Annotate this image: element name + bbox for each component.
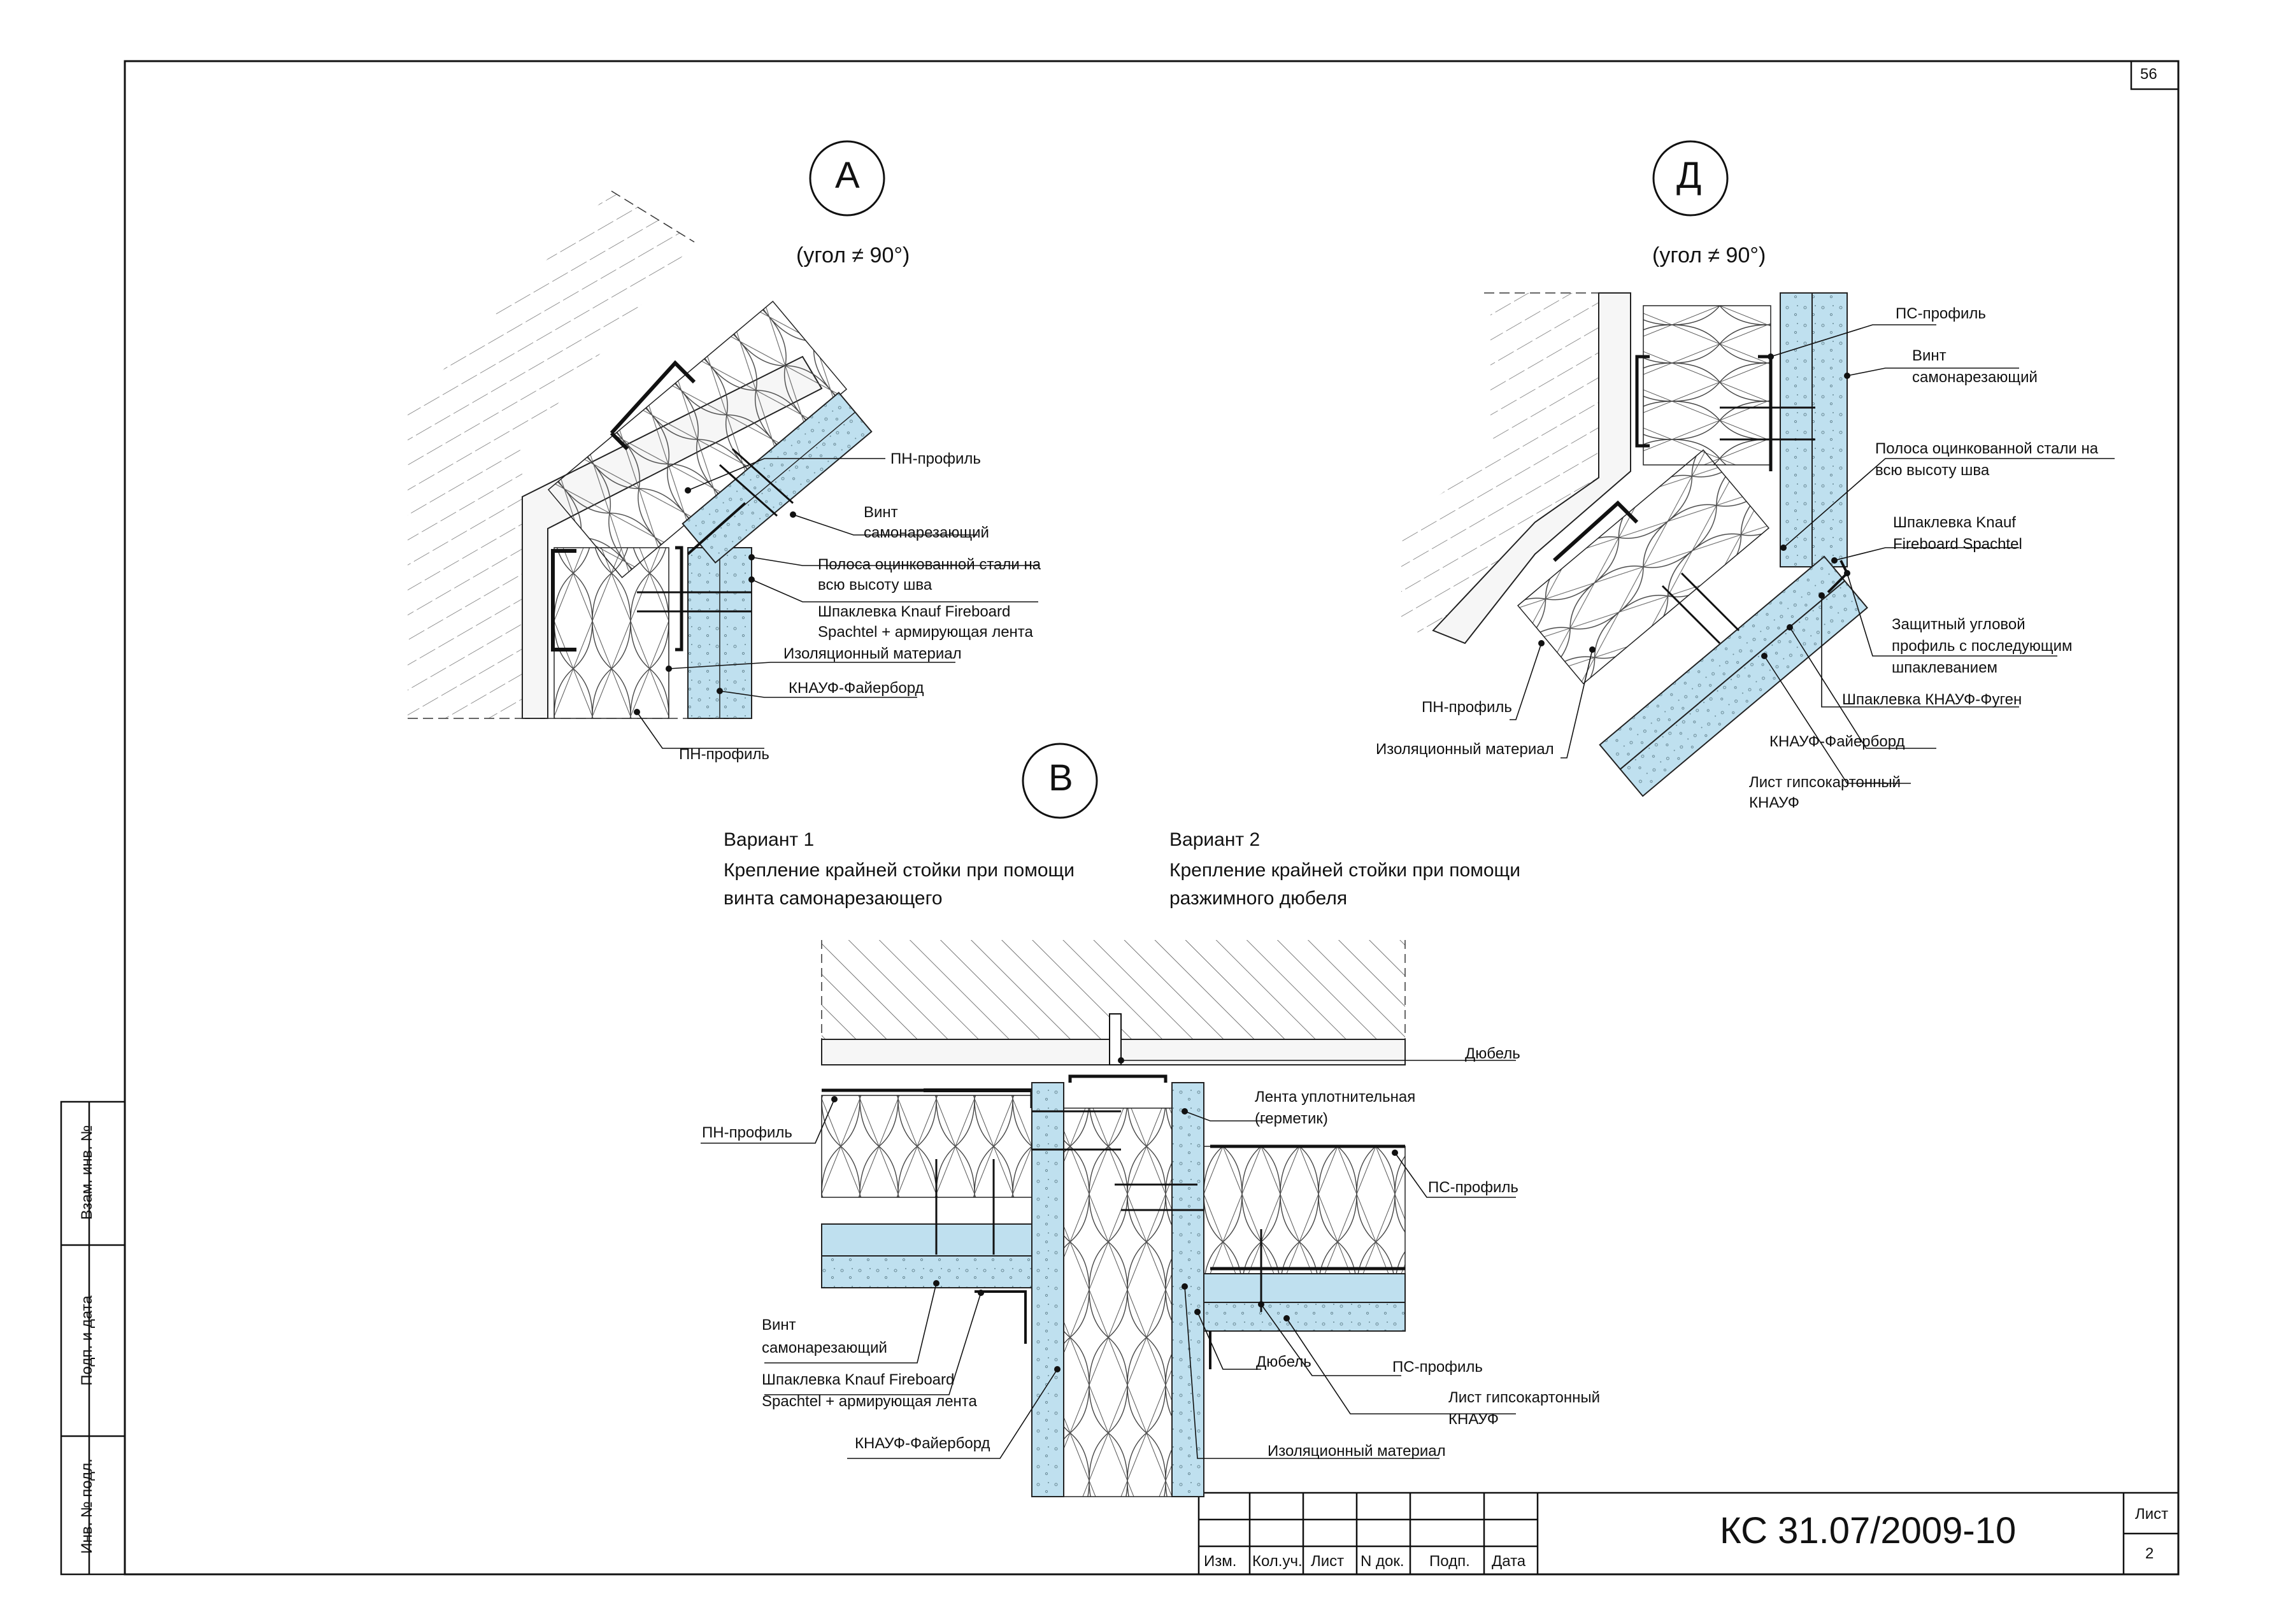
variant-2-desc-1: Крепление крайней стойки при помощи (1169, 860, 1520, 881)
section-d-angle: (угол ≠ 90°) (1652, 243, 1766, 267)
side-stamp (60, 1100, 126, 1576)
page-number: 56 (2140, 66, 2157, 83)
tb-col-podp: Подп. (1429, 1553, 1470, 1570)
v-label-screw-2: самонарезающий (762, 1339, 887, 1357)
d-label-screw-1: Винт (1912, 347, 1947, 364)
tb-col-kol-uch: Кол.уч. (1252, 1553, 1303, 1570)
sheet-number: 2 (2145, 1545, 2154, 1562)
v-label-dowel-bottom: Дюбель (1256, 1353, 1311, 1371)
d-label-strip-2: всю высоту шва (1875, 462, 1990, 479)
tb-col-n-dok: N док. (1361, 1553, 1404, 1570)
a-label-screw-2: самонарезающий (864, 524, 989, 541)
tb-col-data: Дата (1492, 1553, 1526, 1570)
a-label-pn-bottom: ПН-профиль (679, 746, 769, 763)
variant-1-title: Вариант 1 (724, 829, 815, 850)
section-a-angle: (угол ≠ 90°) (796, 243, 910, 267)
a-label-pn-top: ПН-профиль (890, 450, 981, 467)
v-label-screw-1: Винт (762, 1316, 796, 1334)
section-a-marker (809, 140, 885, 217)
v-label-gkl-2: КНАУФ (1448, 1411, 1499, 1428)
d-label-screw-2: самонарезающий (1912, 369, 2038, 386)
detail-a (408, 190, 1038, 749)
v-label-tape-2: (герметик) (1255, 1110, 1328, 1127)
d-label-fireboard: КНАУФ-Файерборд (1769, 733, 1905, 750)
a-label-putty-2: Spachtel + армирующая лента (818, 623, 1033, 641)
variant-2-desc-2: разжимного дюбеля (1169, 888, 1348, 909)
a-label-screw-1: Винт (864, 504, 898, 521)
stamp-vzam-inv: Взам. инв. № (78, 1125, 96, 1220)
page-number-box (2130, 60, 2180, 90)
stamp-podp-data: Подп. и дата (78, 1295, 96, 1386)
v-label-dowel-top: Дюбель (1465, 1045, 1520, 1062)
stamp-inv-podl: Инв. № подл. (78, 1458, 96, 1554)
a-label-fireboard: КНАУФ-Файерборд (789, 680, 924, 697)
variant-1-desc-2: винта самонарезающего (724, 888, 943, 909)
d-label-putty-2: Fireboard Spachtel (1893, 536, 2022, 553)
d-label-gkl-1: Лист гипсокартонный (1749, 774, 1901, 791)
section-v-marker (1022, 743, 1098, 819)
a-label-insulation: Изоляционный материал (783, 645, 962, 662)
d-label-ps: ПС-профиль (1896, 305, 1986, 322)
d-label-putty-1: Шпаклевка Knauf (1893, 514, 2016, 531)
section-d-letter: Д (1676, 155, 1702, 196)
a-label-strip-2: всю высоту шва (818, 576, 932, 594)
d-label-gkl-2: КНАУФ (1749, 794, 1799, 811)
sheet-label: Лист (2135, 1506, 2169, 1523)
detail-d (1401, 292, 2115, 797)
detail-v (701, 940, 1516, 1497)
variant-2-title: Вариант 2 (1169, 829, 1261, 850)
a-label-strip-1: Полоса оцинкованной стали на (818, 556, 1041, 573)
v-label-fireboard: КНАУФ-Файерборд (855, 1435, 990, 1452)
v-label-putty-2: Spachtel + армирующая лента (762, 1393, 977, 1410)
tb-col-izm: Изм. (1204, 1553, 1237, 1570)
d-label-pn: ПН-профиль (1422, 699, 1512, 716)
tb-col-list: Лист (1311, 1553, 1345, 1570)
d-label-insulation: Изоляционный материал (1376, 741, 1554, 758)
v-label-ps-right: ПС-профиль (1428, 1179, 1518, 1196)
title-block (1197, 1492, 2180, 1576)
v-label-insulation: Изоляционный материал (1268, 1442, 1446, 1460)
section-d-marker (1652, 140, 1729, 217)
d-label-corner-1: Защитный угловой (1892, 616, 2025, 633)
d-label-strip-1: Полоса оцинкованной стали на (1875, 440, 2099, 457)
d-label-corner-2: профиль с последующим (1892, 637, 2073, 655)
d-label-fugen: Шпаклевка КНАУФ-Фуген (1842, 691, 2022, 708)
sheet-frame (124, 60, 2180, 1576)
v-label-putty-1: Шпаклевка Knauf Fireboard (762, 1371, 955, 1388)
v-label-gkl-1: Лист гипсокартонный (1448, 1389, 1601, 1406)
v-label-ps-bottom: ПС-профиль (1392, 1358, 1483, 1376)
variant-1-desc-1: Крепление крайней стойки при помощи (724, 860, 1075, 881)
v-label-tape-1: Лента уплотнительная (1255, 1088, 1416, 1106)
document-code: КС 31.07/2009-10 (1720, 1510, 2017, 1551)
d-label-corner-3: шпаклеванием (1892, 659, 1998, 676)
a-label-putty-1: Шпаклевка Knauf Fireboard (818, 603, 1011, 620)
section-v-letter: В (1048, 757, 1073, 799)
section-a-letter: А (835, 155, 860, 196)
v-label-pn: ПН-профиль (702, 1124, 792, 1141)
